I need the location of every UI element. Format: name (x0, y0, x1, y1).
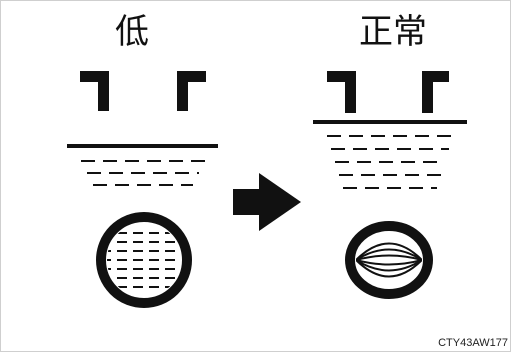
low-nozzle-left-bracket (80, 71, 109, 111)
transition-arrow-icon (233, 173, 301, 231)
low-nozzle (80, 71, 206, 111)
normal-droplet-outline (345, 221, 433, 299)
normal-nozzle (327, 71, 449, 113)
normal-nozzle-left-bracket (327, 71, 356, 113)
normal-nozzle-right-bracket (422, 71, 449, 113)
normal-liquid (313, 120, 467, 189)
image-code: CTY43AW177 (438, 337, 508, 349)
low-droplet (96, 212, 192, 308)
normal-droplet (345, 221, 433, 299)
low-label: 低 (115, 12, 149, 52)
low-nozzle-right-bracket (177, 71, 206, 111)
low-liquid (67, 144, 218, 186)
normal-label: 正常 (359, 12, 427, 52)
low-droplet-outline (96, 212, 192, 308)
